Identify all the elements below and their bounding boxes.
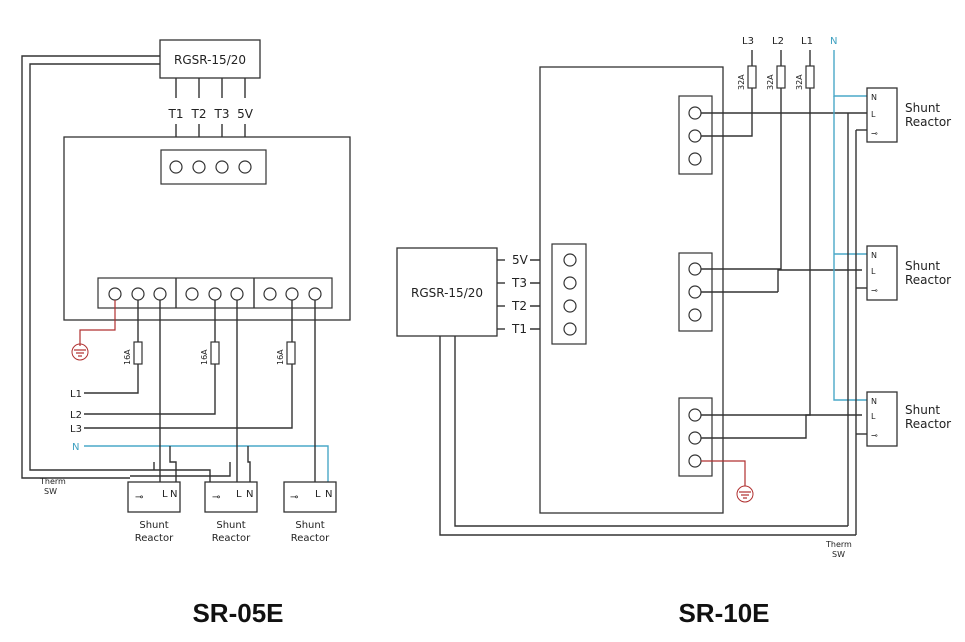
reactor-1: N L ⊸ Shunt Reactor [866,87,951,143]
output-5v: 5V [237,107,254,121]
controller-box [159,39,261,79]
svg-text:N: N [871,251,877,260]
therm-wire-outer [439,336,856,536]
svg-text:32A: 32A [766,74,775,90]
neutral-label: N [72,442,79,453]
terminal-block-bottom [678,397,713,477]
line-l3: L3 [70,424,82,435]
caption-sr-10e: SR-10E [678,598,769,628]
diagram-sr-05e: RGSR-15/20 Therm SW T1 T2 T3 5V [21,39,351,628]
svg-text:Reactor: Reactor [905,273,951,287]
fuses: 16A 16A 16A [123,341,296,365]
neutral-wire [833,50,868,97]
line-l2: L2 [772,36,784,47]
therm-wire-inner [454,336,848,527]
reactor-1: L N ⊸ Shunt Reactor [127,481,181,544]
controller-box [396,247,498,337]
svg-text:L: L [236,489,242,500]
svg-text:Shunt: Shunt [139,520,168,531]
svg-text:N: N [246,489,253,500]
svg-text:16A: 16A [200,349,209,365]
terminal-block-top [678,95,713,175]
reactor-2: N L ⊸ Shunt Reactor [866,245,951,301]
svg-text:L: L [871,267,876,276]
output-t2: T2 [191,107,207,121]
therm-label-2: SW [44,487,57,496]
svg-text:Reactor: Reactor [905,417,951,431]
reactor-2: L N ⊸ Shunt Reactor [204,481,258,544]
line-l1: L1 [70,389,82,400]
svg-text:N: N [325,489,332,500]
svg-text:N: N [871,397,877,406]
svg-text:N: N [170,489,177,500]
svg-text:Reactor: Reactor [212,533,251,544]
svg-text:Reactor: Reactor [905,115,951,129]
controller-label: RGSR-15/20 [174,53,246,67]
input-t2: T2 [511,299,527,313]
neutral-label: N [830,36,837,47]
controller-label: RGSR-15/20 [411,286,483,300]
fuse-rating: 32A [737,74,746,90]
therm-wire-inner [29,63,211,482]
switch-icon: ⊸ [212,492,220,503]
input-t1: T1 [511,322,527,336]
fuses: 32A 32A 32A [737,65,815,90]
fuse-rating: 16A [123,349,132,365]
input-t3: T3 [511,276,527,290]
ground-icon [736,485,754,503]
therm-label-1: Therm [825,540,852,549]
switch-icon: ⊸ [290,492,298,503]
svg-text:L: L [162,489,168,500]
svg-text:Shunt: Shunt [905,101,940,115]
output-t1: T1 [168,107,184,121]
caption-sr-05e: SR-05E [192,598,283,628]
therm-label-1: Therm [39,477,66,486]
therm-label-2: SW [832,550,845,559]
svg-text:Reactor: Reactor [135,533,174,544]
switch-icon: ⊸ [871,286,878,295]
svg-text:Shunt: Shunt [905,259,940,273]
control-terminals [169,160,252,174]
power-terminals [108,287,322,301]
reactor-3: L N ⊸ Shunt Reactor [283,481,337,544]
output-t3: T3 [214,107,230,121]
switch-icon: ⊸ [871,129,878,138]
svg-text:L: L [871,110,876,119]
svg-text:Reactor: Reactor [291,533,330,544]
line-l1: L1 [801,36,813,47]
svg-text:16A: 16A [276,349,285,365]
therm-wire-outer [21,55,160,479]
neutral-wire [84,445,329,484]
svg-text:N: N [871,93,877,102]
svg-text:Shunt: Shunt [905,403,940,417]
svg-text:Shunt: Shunt [216,520,245,531]
svg-text:L: L [315,489,321,500]
switch-icon: ⊸ [135,492,143,503]
svg-text:L: L [871,412,876,421]
input-5v: 5V [512,253,529,267]
svg-text:Shunt: Shunt [295,520,324,531]
ground-icon [71,343,89,361]
reactor-3: N L ⊸ Shunt Reactor [866,391,951,447]
ground-wire [79,300,116,346]
line-l3: L3 [742,36,754,47]
ground-wire [701,460,746,486]
control-terminals [563,253,577,336]
switch-icon: ⊸ [871,431,878,440]
diagram-sr-10e: RGSR-15/20 5V T3 T2 T1 [396,36,951,628]
line-l2: L2 [70,410,82,421]
svg-text:32A: 32A [795,74,804,90]
